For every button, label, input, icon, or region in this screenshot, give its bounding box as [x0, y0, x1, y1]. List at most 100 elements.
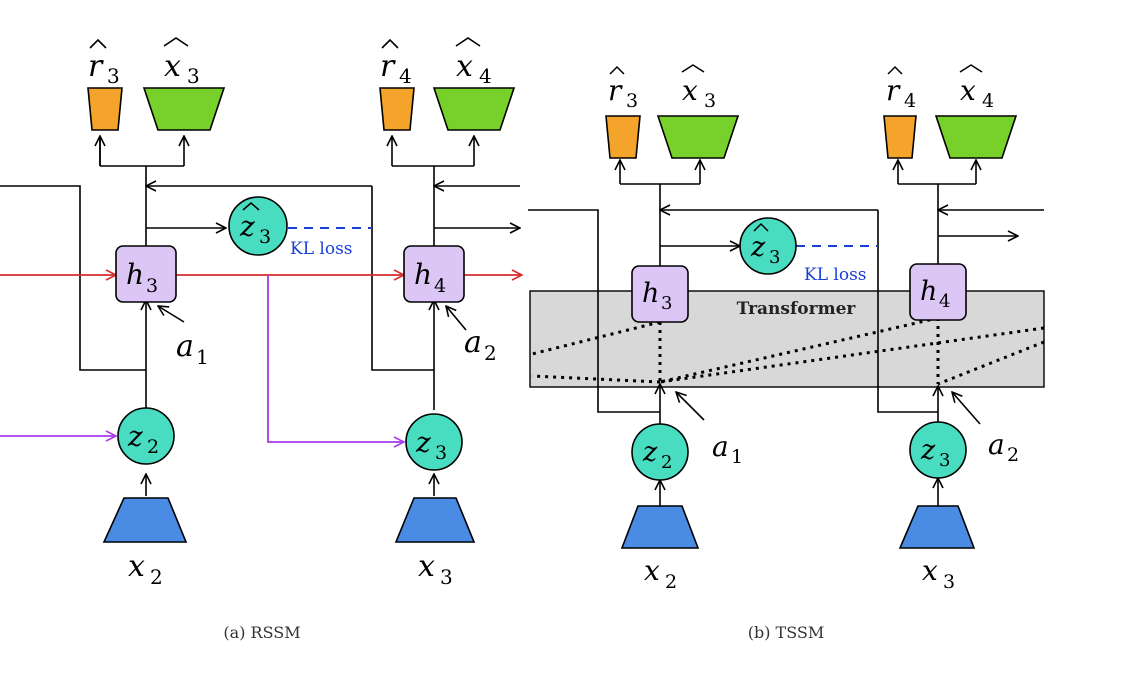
- svg-text:4: 4: [399, 64, 412, 88]
- latent-node: [631, 423, 689, 481]
- latent-label: z 3: [920, 435, 950, 471]
- svg-text:x: x: [644, 554, 660, 587]
- hidden-state-label: h 3: [126, 258, 158, 297]
- svg-text:r: r: [380, 49, 396, 84]
- reward-decoder-trapezoid: [605, 115, 641, 159]
- panel-b-wiring: [528, 160, 1044, 518]
- hidden-state-node: [403, 245, 465, 303]
- svg-text:3: 3: [943, 571, 955, 593]
- svg-text:4: 4: [939, 291, 950, 312]
- hidden-state-node: [631, 265, 689, 323]
- observation-label: x 3: [922, 554, 955, 593]
- panel-b-tssm: Transformer: [528, 64, 1045, 642]
- latent-label: z 2: [127, 420, 159, 458]
- svg-text:x: x: [922, 554, 938, 587]
- transformer-label: Transformer: [737, 299, 857, 319]
- latent-label: z 2: [642, 437, 672, 473]
- prior-latent-node: [228, 196, 288, 256]
- svg-text:a: a: [712, 430, 729, 463]
- observation-label: x 2: [644, 554, 677, 593]
- observation-decoder-trapezoid: [656, 115, 740, 159]
- observation-hat-label: x 3: [163, 37, 200, 88]
- kl-loss-label: KL loss: [804, 265, 867, 285]
- hidden-state-label: h 3: [642, 278, 672, 314]
- svg-text:2: 2: [661, 452, 672, 473]
- prior-latent-label: z 3: [750, 222, 780, 268]
- observation-decoder-trapezoid: [934, 115, 1018, 159]
- svg-text:3: 3: [259, 226, 271, 248]
- encoder-trapezoid: [102, 497, 188, 543]
- svg-text:h: h: [642, 278, 659, 309]
- svg-text:4: 4: [904, 90, 916, 112]
- prior-latent-node: [739, 217, 797, 275]
- attention-dotted-lines: [531, 316, 1045, 386]
- reward-hat-label: r 4: [380, 38, 412, 88]
- svg-text:2: 2: [665, 571, 677, 593]
- svg-text:r: r: [886, 74, 901, 107]
- svg-text:h: h: [126, 258, 144, 291]
- hidden-state-label: h 4: [414, 258, 446, 297]
- svg-text:1: 1: [196, 345, 209, 369]
- latent-node: [117, 407, 175, 465]
- svg-text:3: 3: [626, 90, 638, 112]
- svg-text:a: a: [988, 428, 1005, 461]
- reward-hat-label: r 3: [608, 65, 638, 112]
- svg-text:4: 4: [479, 64, 492, 88]
- action-label: a 2: [464, 325, 497, 365]
- kl-loss-label: KL loss: [290, 239, 353, 259]
- action-label: a 1: [712, 430, 743, 468]
- observation-label: x 2: [128, 549, 163, 589]
- latent-arrows: [0, 275, 404, 442]
- svg-text:z: z: [920, 435, 936, 466]
- svg-text:r: r: [608, 74, 623, 107]
- observation-decoder-trapezoid: [432, 87, 516, 131]
- action-label: a 1: [176, 329, 209, 369]
- svg-text:z: z: [239, 210, 255, 243]
- svg-text:3: 3: [146, 275, 158, 297]
- svg-text:4: 4: [982, 90, 994, 112]
- svg-text:3: 3: [435, 442, 447, 464]
- svg-text:3: 3: [769, 247, 780, 268]
- svg-text:z: z: [127, 420, 143, 453]
- panel-a-rssm: r 3 x 3 h 3 a 1 z 2 x 2 z 3 KL l: [0, 37, 522, 642]
- svg-text:3: 3: [107, 64, 120, 88]
- reward-hat-label: r 3: [88, 38, 120, 88]
- observation-decoder-trapezoid: [142, 87, 226, 131]
- svg-text:a: a: [176, 329, 194, 364]
- svg-text:x: x: [960, 74, 976, 107]
- hidden-state-node: [115, 245, 177, 303]
- svg-text:x: x: [128, 549, 145, 584]
- svg-text:2: 2: [1007, 444, 1019, 466]
- svg-text:3: 3: [939, 450, 950, 471]
- svg-text:3: 3: [661, 293, 672, 314]
- svg-text:x: x: [418, 549, 435, 584]
- svg-text:3: 3: [704, 90, 716, 112]
- svg-text:x: x: [456, 49, 473, 84]
- svg-text:z: z: [642, 437, 658, 468]
- action-label: a 2: [988, 428, 1019, 466]
- latent-node: [909, 421, 967, 479]
- latent-label: z 3: [415, 426, 447, 464]
- reward-decoder-trapezoid: [87, 87, 123, 131]
- svg-text:a: a: [464, 325, 482, 360]
- reward-decoder-trapezoid: [379, 87, 415, 131]
- panel-a-wiring: [0, 136, 520, 496]
- encoder-trapezoid: [394, 497, 476, 543]
- hidden-state-node: [909, 263, 967, 321]
- svg-text:2: 2: [150, 565, 163, 589]
- reward-decoder-trapezoid: [883, 115, 917, 159]
- svg-text:h: h: [920, 276, 937, 307]
- svg-text:3: 3: [440, 565, 453, 589]
- observation-hat-label: x 4: [959, 64, 994, 112]
- svg-text:x: x: [682, 74, 698, 107]
- svg-text:2: 2: [147, 436, 159, 458]
- hidden-state-label: h 4: [920, 276, 950, 312]
- svg-text:h: h: [414, 258, 432, 291]
- observation-hat-label: x 3: [681, 64, 716, 112]
- observation-label: x 3: [418, 549, 453, 589]
- svg-text:z: z: [750, 232, 766, 263]
- svg-text:x: x: [164, 49, 181, 84]
- svg-text:4: 4: [434, 275, 446, 297]
- encoder-trapezoid: [898, 505, 976, 549]
